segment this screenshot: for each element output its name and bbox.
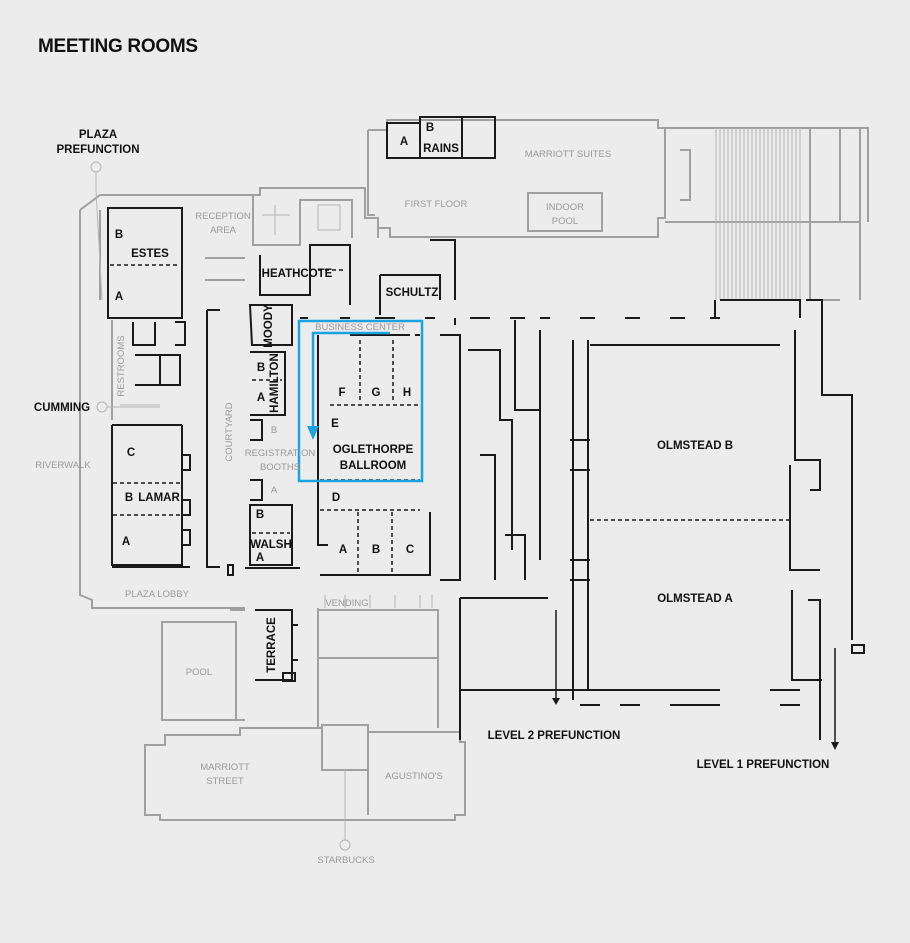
label-rooms-walsh-b: B [256, 509, 264, 521]
label-rooms-lamar: LAMAR [138, 492, 180, 504]
label-rooms-ogle-2: BALLROOM [340, 460, 406, 472]
label-rooms-ogle-f: F [338, 387, 345, 399]
label-rooms-heathcote: HEATHCOTE [262, 268, 333, 280]
label-rooms-estes-b: B [115, 229, 123, 241]
label-rooms-reg-a: A [271, 485, 278, 496]
label-rooms-lamar-b: B [125, 492, 133, 504]
label-rooms-rains: RAINS [423, 143, 459, 155]
label-areas-plaza-prefunction-1: PLAZA [79, 129, 117, 141]
label-areas-restrooms: RESTROOMS [116, 335, 127, 396]
label-rooms-walsh-a: A [256, 552, 264, 564]
parking-stripes [715, 128, 801, 300]
label-areas-first-floor: FIRST FLOOR [405, 199, 468, 210]
label-rooms-ogle-d: D [332, 492, 340, 504]
label-rooms-ogle-e: E [331, 418, 339, 430]
business-center-highlight [297, 319, 424, 483]
label-areas-courtyard: COURTYARD [224, 402, 235, 461]
label-rooms-schultz: SCHULTZ [386, 287, 439, 299]
label-rooms-lamar-c: C [127, 447, 135, 459]
label-rooms-ogle-g: G [372, 387, 381, 399]
label-areas-registration-2: BOOTHS [260, 462, 300, 473]
label-rooms-hamilton-b: B [257, 362, 265, 374]
context-outlines [79, 119, 869, 851]
label-areas-agustinos: AGUSTINO'S [385, 771, 443, 782]
label-areas-plaza-prefunction-2: PREFUNCTION [56, 144, 139, 156]
room-labels: PLAZA PREFUNCTION CUMMING LEVEL 2 PREFUN… [34, 122, 829, 771]
label-areas-business-center: BUSINESS CENTER [315, 322, 405, 333]
label-areas-level1: LEVEL 1 PREFUNCTION [697, 759, 830, 771]
label-rooms-rains-b: B [426, 122, 434, 134]
label-rooms-walsh: WALSH [250, 539, 292, 551]
label-rooms-ogle-b: B [372, 544, 380, 556]
room-walls [107, 116, 865, 750]
label-rooms-ogle-1: OGLETHORPE [333, 444, 414, 456]
label-rooms-hamilton: HAMILTON [269, 353, 281, 413]
label-areas-vending: VENDING [325, 598, 368, 609]
label-areas-level2: LEVEL 2 PREFUNCTION [488, 730, 621, 742]
label-rooms-olmstead-b: OLMSTEAD B [657, 440, 733, 452]
label-rooms-terrace: TERRACE [266, 617, 278, 673]
label-areas-plaza-lobby: PLAZA LOBBY [125, 589, 190, 600]
label-rooms-hamilton-b2: B [271, 425, 277, 436]
label-rooms-ogle-h: H [403, 387, 411, 399]
label-areas-reception-1: RECEPTION [195, 211, 251, 222]
label-rooms-ogle-c: C [406, 544, 414, 556]
label-areas-reception-2: AREA [210, 225, 237, 236]
label-rooms-hamilton-a: A [257, 392, 265, 404]
label-areas-indoor-pool-2: POOL [552, 216, 578, 227]
label-areas-marriott-street-1: MARRIOTT [200, 762, 250, 773]
label-rooms-rains-a: A [400, 136, 408, 148]
label-areas-marriott-street-2: STREET [206, 776, 244, 787]
label-rooms-ogle-a: A [339, 544, 347, 556]
label-areas-starbucks: STARBUCKS [317, 855, 374, 866]
label-areas-marriott-suites: MARRIOTT SUITES [525, 149, 611, 160]
label-rooms-estes-a: A [115, 291, 123, 303]
label-rooms-lamar-a: A [122, 536, 130, 548]
label-rooms-moody: MOODY [263, 304, 275, 348]
label-areas-pool: POOL [186, 667, 212, 678]
area-labels: RECEPTION AREA RESTROOMS COURTYARD REGIS… [35, 149, 611, 866]
label-areas-indoor-pool-1: INDOOR [546, 202, 584, 213]
label-areas-cumming: CUMMING [34, 402, 90, 414]
label-rooms-estes: ESTES [131, 248, 169, 260]
page-title: MEETING ROOMS [38, 36, 198, 57]
label-areas-riverwalk: RIVERWALK [35, 460, 91, 471]
label-rooms-olmstead-a: OLMSTEAD A [657, 593, 733, 605]
label-areas-registration-1: REGISTRATION [245, 448, 316, 459]
